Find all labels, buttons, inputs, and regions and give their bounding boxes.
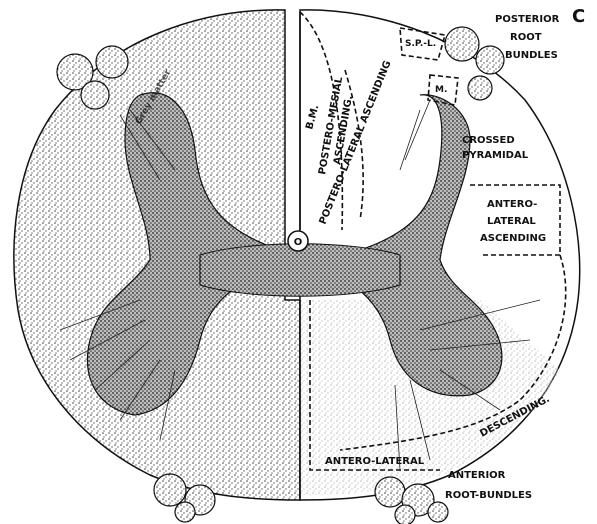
gray-commissure	[200, 244, 400, 297]
svg-text:ROOT-BUNDLES: ROOT-BUNDLES	[445, 490, 532, 501]
svg-text:ANTERIOR: ANTERIOR	[448, 470, 506, 481]
central-canal-label: O	[294, 237, 303, 248]
antero-lateral-label: ANTERO-LATERAL	[325, 456, 425, 467]
posterior-root-label: POSTERIOR ROOT BUNDLES	[495, 14, 560, 61]
spl-label: S.P.-L.	[405, 39, 436, 49]
corner-letter: C	[572, 6, 585, 27]
m-label: M.	[435, 85, 447, 95]
svg-text:BUNDLES: BUNDLES	[505, 50, 558, 61]
svg-text:ASCENDING: ASCENDING	[480, 233, 546, 244]
svg-text:POSTERIOR: POSTERIOR	[495, 14, 560, 25]
svg-text:ANTERO-: ANTERO-	[487, 199, 537, 210]
svg-text:PYRAMIDAL: PYRAMIDAL	[462, 150, 529, 161]
svg-text:LATERAL: LATERAL	[487, 216, 536, 227]
svg-text:ROOT: ROOT	[510, 32, 542, 43]
svg-text:CROSSED: CROSSED	[462, 135, 515, 146]
anterior-root-label: ANTERIOR ROOT-BUNDLES	[445, 470, 532, 501]
